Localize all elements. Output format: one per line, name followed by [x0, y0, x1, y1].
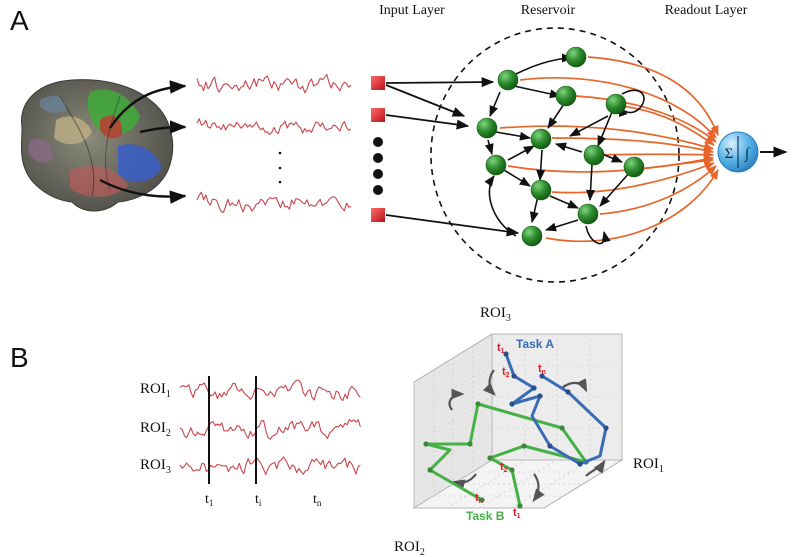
- input-edges: [385, 77, 520, 237]
- reservoir-node: [565, 46, 587, 68]
- axis-roi3-label: ROI3: [480, 305, 511, 324]
- roi-signal-trace: [179, 456, 361, 476]
- signal-ellipsis-dots: [278, 151, 282, 184]
- roi-3-label: ROI3: [140, 457, 171, 476]
- integral-symbol: ∫: [744, 146, 751, 162]
- readout-edges: [499, 56, 719, 243]
- reservoir-node: [530, 179, 552, 201]
- brain-image: [21, 79, 174, 212]
- brain-arrow-bottom: [99, 178, 187, 204]
- reservoir-node: [476, 117, 498, 139]
- reservoir-node: [530, 128, 552, 150]
- state-space-box: [412, 333, 624, 509]
- input-signals: [196, 73, 352, 214]
- reservoir-node: [485, 154, 507, 176]
- reservoir-node: [583, 144, 605, 166]
- sum-symbol: Σ: [725, 146, 734, 162]
- task-a-label: Task A: [516, 337, 554, 351]
- reservoir-node: [605, 93, 627, 115]
- input-node: [371, 208, 385, 222]
- task-b-t1-label: t1: [513, 507, 521, 520]
- trajectory-time-labels: t1 t2 tn t1 t2 tn: [475, 342, 546, 520]
- reservoir-node: [555, 85, 577, 107]
- panel-a-label: A: [10, 5, 29, 36]
- ti-label: ti: [255, 492, 262, 508]
- brain-arrow-top: [109, 80, 187, 129]
- input-node: [371, 108, 385, 122]
- readout-node: Σ ∫: [717, 131, 759, 173]
- roi-signals: [179, 379, 361, 476]
- task-a-t1-label: t1: [497, 342, 505, 355]
- t1-label: t1: [205, 492, 213, 508]
- axis-roi2-label: ROI2: [394, 539, 425, 557]
- reservoir-edges: [484, 53, 645, 245]
- reservoir-nodes: [476, 46, 645, 247]
- rotation-arrows: [448, 369, 606, 503]
- brain-arrow-middle: [139, 120, 187, 134]
- task-b-tn-label: tn: [475, 492, 483, 505]
- roi-signal-trace: [179, 419, 361, 440]
- task-a-trajectory: [503, 351, 609, 467]
- signal-trace: [196, 73, 352, 94]
- reservoir-node: [623, 156, 645, 178]
- roi-1-label: ROI1: [140, 381, 171, 400]
- task-b-t2-label: t2: [500, 461, 508, 474]
- input-node: [371, 76, 385, 90]
- roi-2-label: ROI2: [140, 420, 171, 439]
- readout-layer-title: Readout Layer: [665, 3, 748, 18]
- tn-label: tn: [313, 492, 322, 508]
- input-ellipsis-dots: [373, 137, 383, 195]
- task-a-tn-label: tn: [538, 363, 546, 376]
- task-a-t2-label: t2: [502, 366, 510, 379]
- signal-trace: [196, 118, 352, 136]
- axis-roi1-label: ROI1: [633, 456, 664, 475]
- input-layer-title: Input Layer: [379, 3, 445, 18]
- reservoir-node: [521, 225, 543, 247]
- task-b-label: Task B: [466, 509, 505, 523]
- reservoir-node: [577, 203, 599, 225]
- panel-b-label: B: [10, 342, 29, 373]
- reservoir-title: Reservoir: [521, 3, 576, 18]
- reservoir-node: [497, 69, 519, 91]
- roi-signal-trace: [179, 379, 361, 402]
- signal-trace: [196, 191, 352, 214]
